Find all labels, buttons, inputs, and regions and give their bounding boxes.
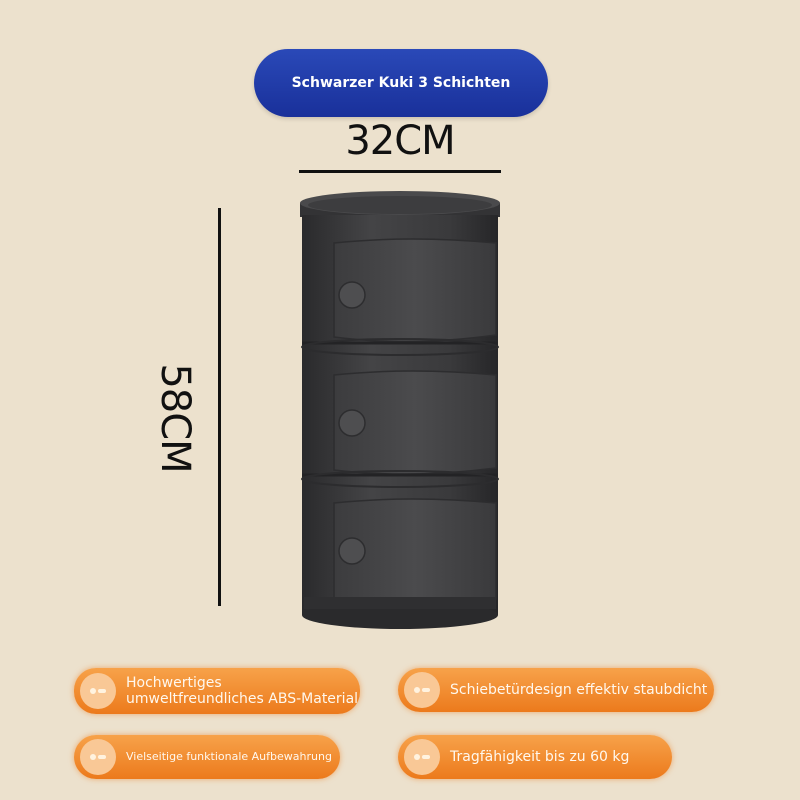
feature-badge-storage: Vielseitige funktionale Aufbewahrung bbox=[74, 735, 340, 779]
width-label: 32CM bbox=[345, 118, 455, 164]
title-banner: Schwarzer Kuki 3 Schichten bbox=[254, 49, 548, 117]
weight-icon bbox=[404, 739, 440, 775]
leaf-icon bbox=[80, 673, 116, 709]
door-icon bbox=[404, 672, 440, 708]
box-icon bbox=[80, 739, 116, 775]
feature-badge-door: Schiebetürdesign effektiv staubdicht bbox=[398, 668, 714, 712]
feature-badge-load: Tragfähigkeit bis zu 60 kg bbox=[398, 735, 672, 779]
height-label: 58CM bbox=[152, 363, 198, 473]
feature-label: Hochwertiges umweltfreundliches ABS-Mate… bbox=[126, 675, 359, 707]
feature-label: Tragfähigkeit bis zu 60 kg bbox=[450, 749, 630, 765]
cabinet-image bbox=[300, 191, 500, 629]
feature-label: Schiebetürdesign effektiv staubdicht bbox=[450, 682, 708, 698]
title-text: Schwarzer Kuki 3 Schichten bbox=[291, 75, 511, 91]
height-dimension-line bbox=[218, 208, 221, 606]
feature-badge-material: Hochwertiges umweltfreundliches ABS-Mate… bbox=[74, 668, 360, 714]
feature-label: Vielseitige funktionale Aufbewahrung bbox=[126, 750, 332, 763]
width-dimension-line bbox=[299, 170, 501, 173]
